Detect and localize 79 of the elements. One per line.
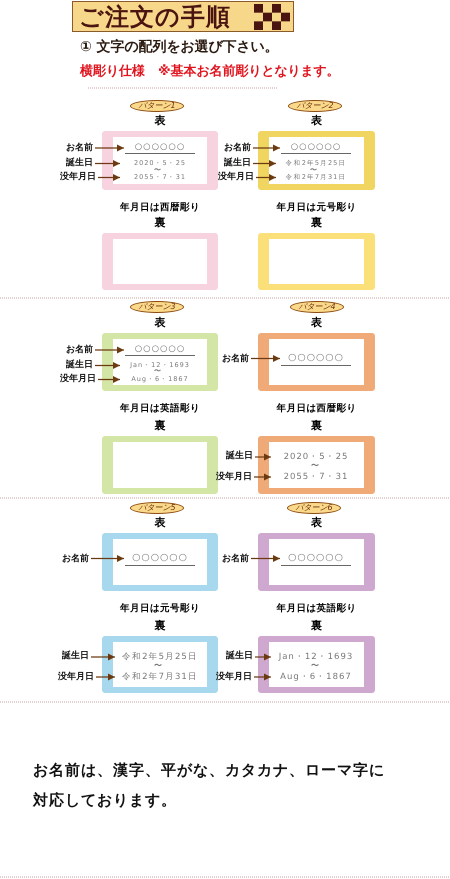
field-label: 没年月日: [60, 374, 96, 385]
pattern-badge: パターン5: [130, 502, 184, 514]
tilde-mark: 〜: [311, 461, 319, 471]
field-label: 誕生日: [66, 360, 93, 371]
caption-text: 年月日は西暦彫り: [120, 202, 200, 214]
caption-text: 年月日は英語彫り: [276, 603, 356, 615]
footnote-text: お名前は、漢字、平がな、カタカナ、ローマ字に対応しております。: [33, 760, 386, 811]
caption-text: 年月日は元号彫り: [120, 603, 200, 615]
leader-arrow: [253, 160, 276, 167]
date-text: 令和2年5月25日: [116, 651, 204, 663]
leader-arrow: [254, 474, 271, 480]
side-heading: 裏: [154, 216, 166, 230]
fill-in-line: ○○○○○○: [281, 142, 351, 154]
date-text: 2055・7・31: [272, 471, 360, 483]
leader-arrow: [91, 654, 115, 660]
leader-arrow: [95, 346, 124, 354]
leader-arrow: [98, 174, 120, 181]
leader-arrow: [91, 555, 124, 562]
pattern-badge: パターン3: [130, 301, 184, 313]
side-heading: 表: [311, 114, 322, 128]
field-label: 誕生日: [66, 158, 93, 169]
field-label: 誕生日: [62, 651, 89, 662]
side-heading: 裏: [311, 619, 322, 633]
fill-in-line: ○○○○○○: [125, 142, 195, 154]
field-label: お名前: [66, 345, 93, 356]
field-label: 没年月日: [216, 472, 252, 483]
leader-arrow: [98, 376, 120, 383]
fill-in-line: ○○○○○○: [281, 551, 351, 566]
leader-arrow: [253, 144, 280, 152]
side-heading: 裏: [311, 216, 322, 230]
caption-text: 年月日は西暦彫り: [276, 403, 356, 415]
field-label: 没年月日: [216, 672, 252, 683]
side-heading: 表: [311, 316, 322, 330]
fill-in-line: ○○○○○○: [125, 551, 195, 566]
leader-arrow: [95, 362, 120, 369]
field-label: 没年月日: [58, 672, 94, 683]
side-heading: 裏: [154, 419, 166, 433]
side-heading: 表: [311, 516, 322, 530]
caption-text: 年月日は元号彫り: [276, 202, 356, 214]
side-heading: 表: [154, 316, 166, 330]
tilde-mark: 〜: [311, 661, 319, 671]
instruction-text: ① 文字の配列をお選び下さい。: [80, 38, 279, 57]
leader-arrow: [96, 674, 115, 680]
caption-text: 年月日は英語彫り: [120, 403, 200, 415]
date-text: Jan・12・1693: [272, 651, 360, 663]
leader-arrow: [254, 674, 271, 680]
leader-arrow: [251, 355, 280, 362]
pattern-badge: パターン2: [288, 100, 342, 112]
date-text: 2020・5・25: [272, 451, 360, 463]
field-label: お名前: [222, 354, 249, 365]
field-label: お名前: [224, 143, 251, 154]
leader-arrow: [255, 454, 271, 460]
leader-arrow: [251, 555, 280, 562]
field-label: 誕生日: [226, 651, 253, 662]
date-text: 令和2年7月31日: [116, 671, 204, 683]
field-label: 没年月日: [60, 172, 96, 183]
field-label: お名前: [62, 554, 89, 565]
date-text: Aug・6・1867: [272, 671, 360, 683]
field-label: お名前: [66, 143, 93, 154]
leader-arrow: [256, 174, 276, 181]
leader-arrow: [255, 654, 271, 660]
field-label: 没年月日: [218, 172, 254, 183]
field-label: 誕生日: [224, 158, 251, 169]
title-text: ご注文の手順: [79, 3, 231, 31]
field-label: 誕生日: [226, 451, 253, 462]
side-heading: 裏: [154, 619, 166, 633]
fill-in-line: ○○○○○○: [281, 351, 351, 366]
fill-in-line: ○○○○○○: [125, 344, 195, 356]
pattern-badge: パターン4: [290, 301, 344, 313]
leader-arrow: [95, 144, 124, 152]
leader-arrow: [95, 160, 120, 167]
note-text: 横彫り仕様 ※基本お名前彫りとなります。: [80, 63, 340, 81]
tilde-mark: 〜: [154, 661, 162, 671]
side-heading: 裏: [311, 419, 322, 433]
pattern-badge: パターン1: [130, 100, 184, 112]
side-heading: 表: [154, 114, 166, 128]
side-heading: 表: [154, 516, 166, 530]
field-label: お名前: [222, 554, 249, 565]
pattern-badge: パターン6: [287, 502, 341, 514]
